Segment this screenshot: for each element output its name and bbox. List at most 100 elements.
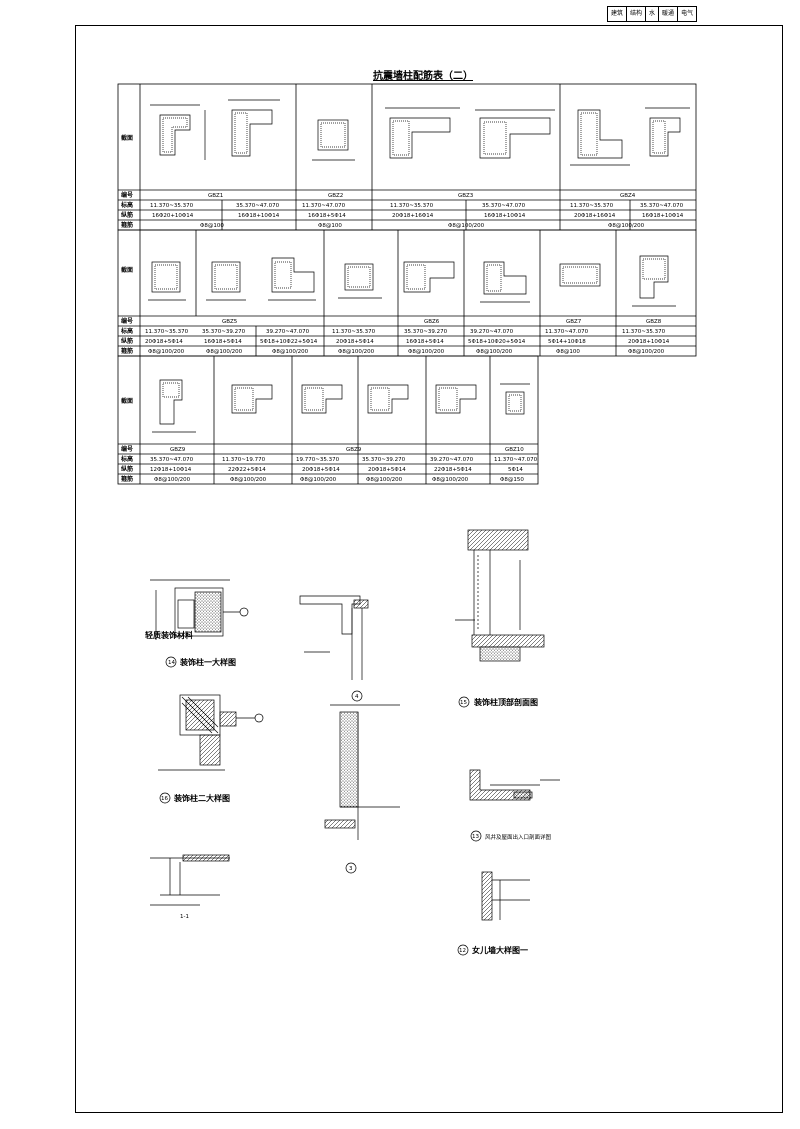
longitudinal-value: 20Φ18+5Φ14 <box>302 467 340 473</box>
section-1-1 <box>150 854 230 906</box>
stirrup-value: Φ8@100/200 <box>608 223 645 229</box>
stirrup-value: Φ8@100/200 <box>408 349 445 355</box>
detail-14 <box>150 579 249 668</box>
detail-14-caption: 装饰柱一大样图 <box>179 657 236 667</box>
detail-14-number: 14 <box>168 660 175 666</box>
detail-16 <box>158 694 264 804</box>
elevation-value: 39.270~47.070 <box>266 329 310 335</box>
stirrup-value: Φ8@100 <box>200 223 224 229</box>
section-sketch <box>268 257 316 301</box>
row-label-stirrup: 箍筋 <box>120 475 133 483</box>
longitudinal-value: 16Φ18+10Φ14 <box>642 213 684 219</box>
section-sketch <box>301 384 343 414</box>
stirrup-value: Φ8@100/200 <box>272 349 309 355</box>
section-sketch <box>206 261 246 301</box>
detail-14-label: 轻质装饰材料 <box>145 630 193 640</box>
title-block-cell: 暖通 <box>659 7 679 21</box>
stirrup-value: Φ8@100 <box>318 223 342 229</box>
longitudinal-value: 5Φ14+10Φ18 <box>548 339 586 345</box>
longitudinal-value: 22Φ22+5Φ14 <box>228 467 266 473</box>
stirrup-value: Φ8@100/200 <box>628 349 665 355</box>
column-id: GBZ5 <box>222 319 238 325</box>
elevation-value: 35.370~47.070 <box>482 203 526 209</box>
table-block-1 <box>117 83 697 231</box>
detail-15-caption: 装饰柱顶部剖面图 <box>473 697 538 707</box>
section-sketch <box>338 263 382 299</box>
detail-16-number: 16 <box>161 796 168 802</box>
detail-12 <box>457 871 530 956</box>
elevation-value: 39.270~47.070 <box>470 329 514 335</box>
title-block-cell: 建筑 <box>608 7 628 21</box>
row-label-elevation: 标高 <box>120 327 133 335</box>
section-sketch <box>632 255 676 307</box>
detail-13-caption: 风井及屋面出入口剖面详图 <box>485 833 552 841</box>
row-label-stirrup: 箍筋 <box>120 347 133 355</box>
section-1-1-label: 1-1 <box>180 914 189 920</box>
longitudinal-value: 12Φ18+10Φ14 <box>150 467 192 473</box>
section-sketch <box>500 383 530 415</box>
elevation-value: 35.370~39.270 <box>202 329 246 335</box>
longitudinal-value: 16Φ18+10Φ14 <box>484 213 526 219</box>
longitudinal-value: 20Φ18+16Φ14 <box>392 213 434 219</box>
stirrup-value: Φ8@100/200 <box>206 349 243 355</box>
section-sketch <box>231 384 273 414</box>
detail-15-number: 15 <box>460 700 467 706</box>
detail-b <box>324 704 400 874</box>
longitudinal-value: 16Φ18+10Φ14 <box>238 213 280 219</box>
detail-a-number: 4 <box>355 694 359 700</box>
column-id: GBZ3 <box>458 193 474 199</box>
row-label-longitudinal: 纵筋 <box>121 211 133 219</box>
stirrup-value: Φ8@100/200 <box>448 223 485 229</box>
section-sketch <box>475 109 555 159</box>
stirrup-value: Φ8@100/200 <box>154 477 191 483</box>
elevation-value: 11.370~19.770 <box>222 457 266 463</box>
longitudinal-value: 20Φ18+5Φ14 <box>145 339 183 345</box>
column-id: GBZ1 <box>208 193 223 199</box>
table-block-2 <box>117 229 697 357</box>
longitudinal-value: 20Φ18+16Φ14 <box>574 213 616 219</box>
column-id: GBZ4 <box>620 193 636 199</box>
column-id: GBZ8 <box>646 319 662 325</box>
elevation-value: 35.370~39.270 <box>362 457 406 463</box>
column-section-sketches-2 <box>148 255 676 307</box>
longitudinal-value: 22Φ18+5Φ14 <box>434 467 472 473</box>
detail-12-number: 12 <box>459 948 466 954</box>
longitudinal-value: 20Φ18+10Φ14 <box>628 339 670 345</box>
longitudinal-value: 16Φ18+5Φ14 <box>204 339 242 345</box>
elevation-value: 11.370~47.070 <box>545 329 589 335</box>
elevation-value: 11.370~35.370 <box>150 203 194 209</box>
row-label-id: 编号 <box>121 317 133 325</box>
section-sketch <box>645 107 690 157</box>
column-section-sketches-1 <box>150 99 690 166</box>
title-block-cell: 水 <box>646 7 660 21</box>
stirrup-value: Φ8@100 <box>556 349 580 355</box>
section-sketch <box>312 119 355 161</box>
title-block: 建筑 结构 水 暖通 电气 <box>607 6 698 22</box>
detail-b-number: 3 <box>349 866 353 872</box>
row-label-section: 截面 <box>121 266 133 274</box>
elevation-value: 35.370~47.070 <box>150 457 194 463</box>
elevation-value: 11.370~35.370 <box>332 329 376 335</box>
row-label-section: 截面 <box>121 134 133 142</box>
elevation-value: 39.270~47.070 <box>430 457 474 463</box>
section-sketch <box>150 104 206 160</box>
title-block-cell: 结构 <box>627 7 647 21</box>
section-sketch <box>403 261 455 293</box>
row-label-longitudinal: 纵筋 <box>121 465 133 473</box>
section-sketch <box>228 99 280 157</box>
longitudinal-value: 5Φ18+10Φ22+5Φ14 <box>260 339 318 345</box>
table-title: 抗震墙柱配筋表（二） <box>373 71 473 82</box>
detail-15 <box>455 529 545 708</box>
column-id: GBZ10 <box>505 447 524 453</box>
section-sketch <box>385 107 460 159</box>
longitudinal-value: 16Φ18+5Φ14 <box>308 213 346 219</box>
stirrup-value: Φ8@100/200 <box>366 477 403 483</box>
column-id: GBZ7 <box>566 319 582 325</box>
column-id: GBZ6 <box>424 319 440 325</box>
section-sketch <box>435 384 477 414</box>
detail-12-caption: 女儿墙大样图一 <box>472 945 528 955</box>
detail-16-caption: 装饰柱二大样图 <box>173 793 230 803</box>
longitudinal-value: 20Φ18+5Φ14 <box>336 339 374 345</box>
stirrup-value: Φ8@100/200 <box>338 349 375 355</box>
row-label-section: 截面 <box>121 397 133 405</box>
